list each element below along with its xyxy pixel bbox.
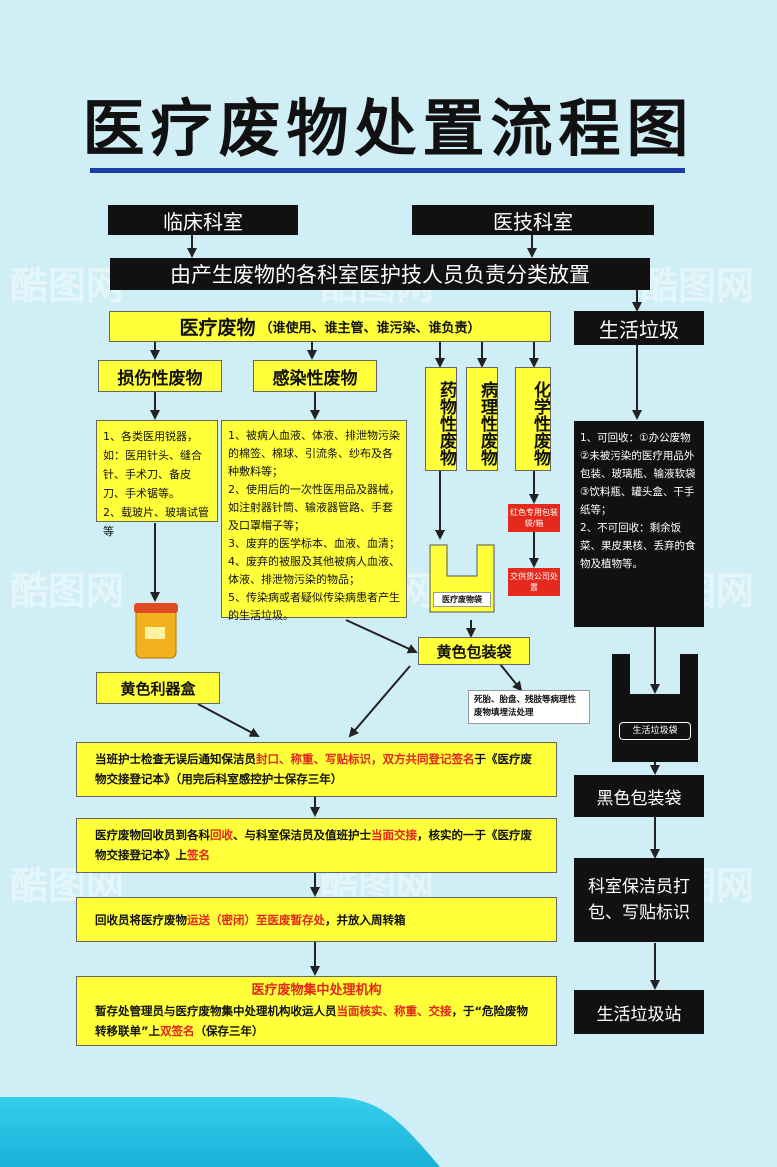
step-transport: 回收员将医疗废物运送（密闭）至医废暂存处，并放入周转箱 (76, 897, 557, 942)
step3-text-red: 运送（密闭）至医废暂存处 (187, 912, 325, 927)
clinic-department: 临床科室 (108, 205, 298, 235)
step3-text-a: 回收员将医疗废物 (95, 912, 187, 927)
life-waste-detail: 1、可回收：①办公废物 ②未被污染的医疗用品外包装、玻璃瓶、输液软袋 ③饮料瓶、… (574, 421, 704, 627)
medical-waste-banner: 医疗废物 （谁使用、谁主管、谁污染、谁负责） (109, 311, 551, 342)
tech-department: 医技科室 (412, 205, 654, 235)
page-title: 医疗废物处置流程图 (82, 92, 695, 165)
injury-waste-label: 损伤性废物 (98, 360, 222, 392)
step2-text-a: 医疗废物回收员到各科 (95, 828, 210, 842)
chemical-waste-label: 化学性废物 (515, 367, 551, 471)
step2-text-red2: 当面交接 (371, 828, 417, 842)
step2-text-red1: 回收 (210, 828, 233, 842)
step4-text-red2: 双签名 (160, 1024, 195, 1038)
injury-waste-detail: 1、各类医用锐器，如：医用针头、缝合针、手术刀、备皮刀、手术锯等。 2、载玻片、… (96, 420, 218, 538)
drug-waste-label: 药物性废物 (425, 367, 457, 471)
step2-text-red3: 签名 (187, 848, 210, 862)
step-collector-handover: 医疗废物回收员到各科回收、与科室保洁员及值班护士当面交接，核实的一于《医疗废物交… (76, 818, 557, 873)
pathology-disposal-note: 死胎、胎盘、残肢等病理性废物填埋法处理 (468, 690, 590, 724)
watermark: 酷图网 (10, 569, 125, 613)
step1-text-a: 当班护士检查无误后通知保洁员 (95, 752, 256, 766)
step4-text-c: （保存三年） (194, 1024, 264, 1038)
red-bag-label: 红色专用包装袋/箱 (508, 504, 560, 532)
step4-text-a: 暂存处管理员与医疗废物集中处理机构收运人员 (95, 1004, 337, 1018)
cleaner-step: 科室保洁员打包、写贴标识 (574, 858, 704, 942)
infect-waste-detail: 1、被病人血液、体液、排泄物污染的棉签、棉球、引流条、纱布及各种敷料等； 2、使… (221, 420, 407, 622)
step4-heading: 医疗废物集中处理机构 (251, 983, 382, 998)
step-central-disposal: 医疗废物集中处理机构 暂存处管理员与医疗废物集中处理机构收运人员当面核实、称重、… (76, 976, 557, 1046)
responsibility-banner: 由产生废物的各科室医护技人员负责分类放置 (110, 258, 650, 290)
step4-text-b: ，于“危险废物转移联单”上 (95, 1004, 529, 1038)
medical-waste-label: 医疗废物 (179, 317, 256, 339)
step2-text-b: 、与科室保洁员及值班护士 (233, 828, 371, 842)
step1-text-red: 封口、称重、写贴标识，双方共同登记签名 (256, 752, 475, 766)
sharps-box-label: 黄色利器盒 (96, 672, 220, 704)
black-bag-label: 黑色包装袋 (574, 775, 704, 817)
step2-text-c: ，核实的一于《医疗废物交接登记本》上 (95, 828, 532, 862)
infect-waste-label: 感染性废物 (253, 360, 377, 392)
watermark: 酷图网 (640, 264, 755, 308)
watermark: 酷图网 (10, 264, 125, 308)
yellow-bag-label: 黄色包装袋 (418, 637, 530, 665)
step-nurse-check: 当班护士检查无误后通知保洁员封口、称重、写贴标识，双方共同登记签名于《医疗废物交… (76, 742, 557, 797)
pathology-waste-label: 病理性废物 (466, 367, 498, 471)
step4-text-red1: 当面核实、称重、交接 (336, 1004, 452, 1018)
medical-waste-bag-label: 医疗废物袋 (433, 592, 491, 607)
life-garbage-bag-label: 生活垃圾袋 (619, 722, 691, 740)
title-underline (90, 168, 685, 173)
life-waste-box: 生活垃圾 (574, 311, 704, 345)
garbage-station: 生活垃圾站 (574, 990, 704, 1034)
step3-text-b: ，并放入周转箱 (325, 912, 406, 927)
supplier-disposal-label: 交供货公司处置 (508, 568, 560, 596)
step1-text-b: 于《医疗废物交接登记本》（用完后科室感控护士保存三年） (95, 752, 532, 786)
medical-waste-sub: （谁使用、谁主管、谁污染、谁负责） (259, 321, 481, 336)
